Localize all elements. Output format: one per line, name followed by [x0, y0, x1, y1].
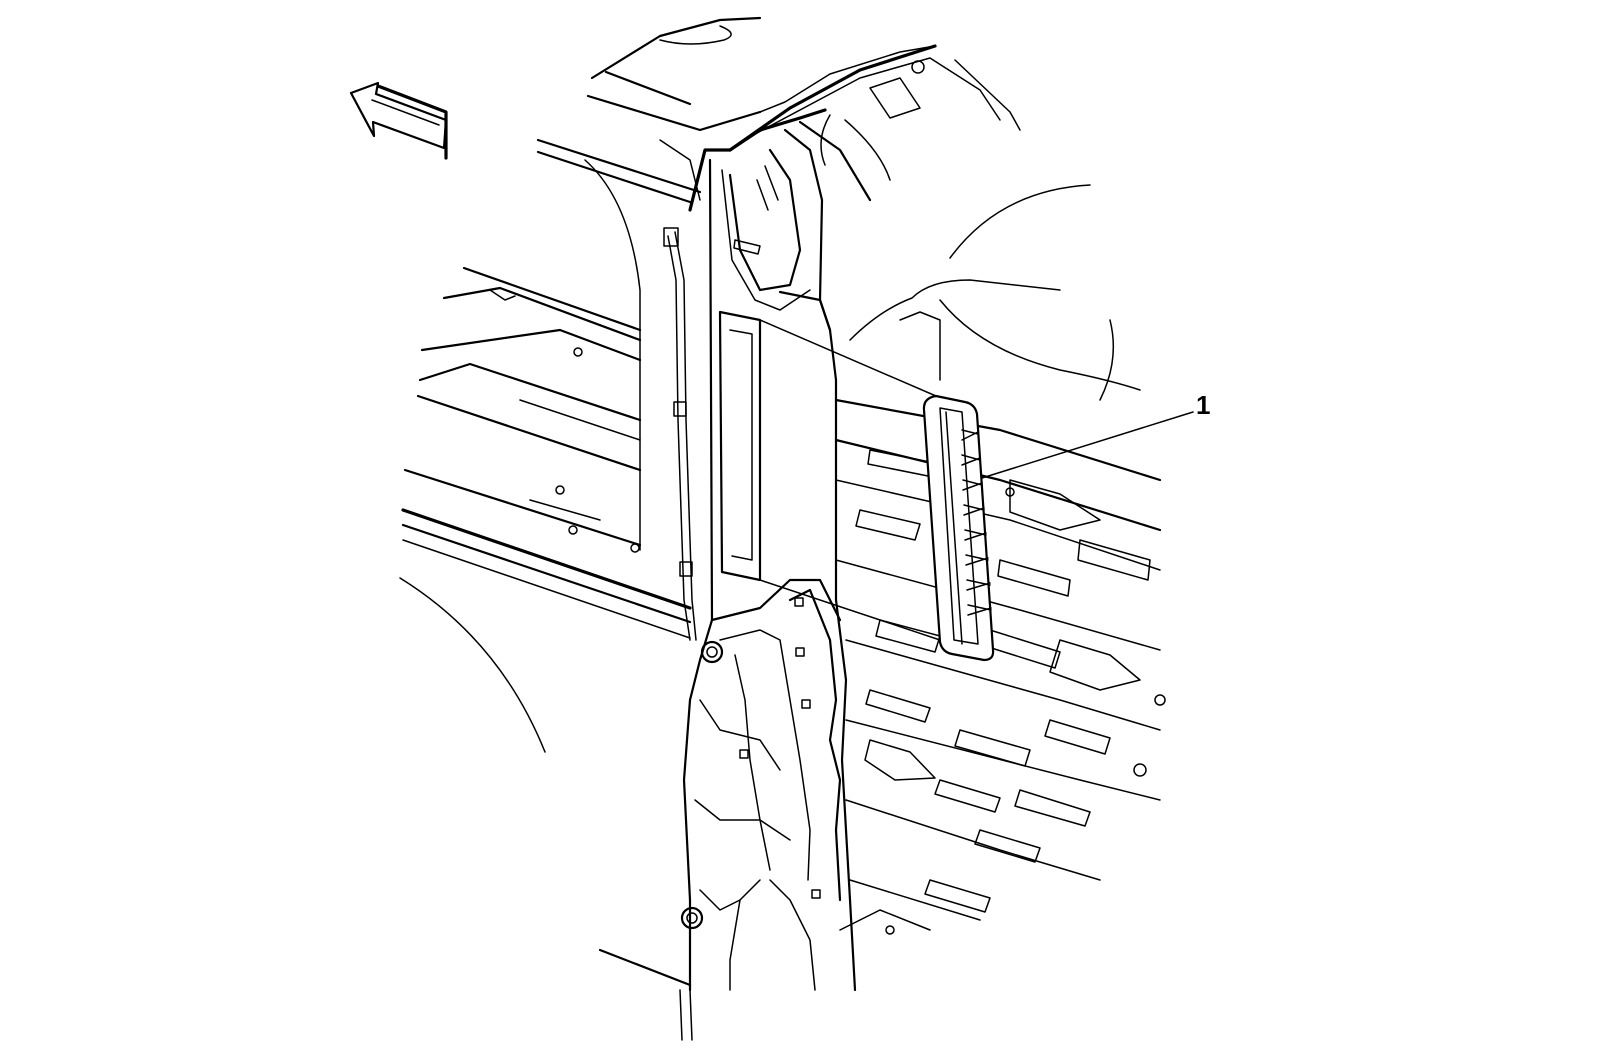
upper-side-rail [536, 138, 702, 551]
callout-label-1: 1 [1196, 390, 1210, 420]
lower-rocker-panel [399, 508, 692, 753]
installation-guide-lines [759, 319, 941, 641]
air-vent-grille [922, 394, 995, 662]
b-pillar [598, 108, 931, 1041]
vent-opening [718, 310, 762, 582]
wiring-harness [663, 227, 697, 641]
roof-panel [586, 16, 1021, 181]
rear-cargo-floor [834, 184, 1166, 935]
left-floor-panel [403, 266, 642, 553]
callout-1: 1 [981, 390, 1210, 479]
forward-arrow-icon [349, 81, 448, 160]
